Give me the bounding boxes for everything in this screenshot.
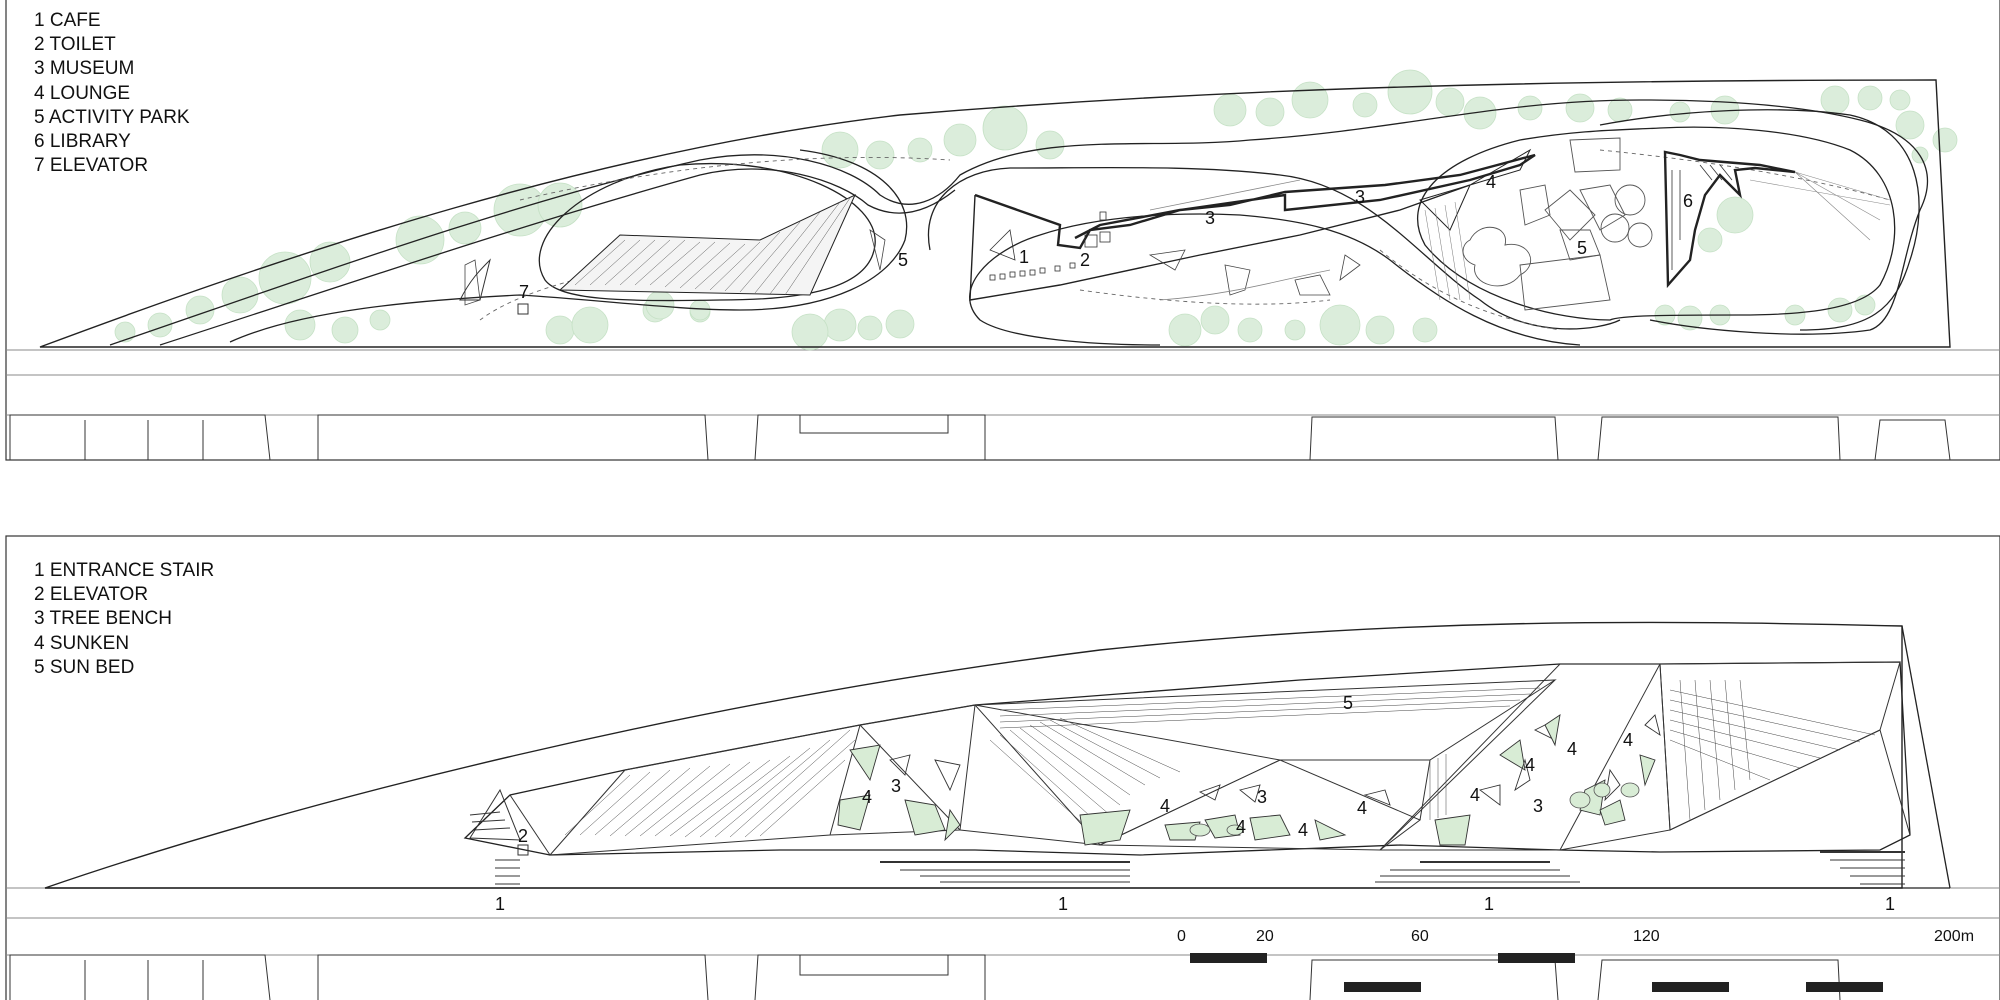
bottom-plan-labels: 1 1 1 1 2 3 3 3 4 4 4 4 4 4 4 4 4 5 [495,693,1895,914]
promenade-loop-mid [927,166,1621,330]
legend-item: 7 ELEVATOR [34,155,149,177]
roof-facet-lines [509,661,1911,856]
scale-tick-label: 60 [1411,928,1429,945]
scale-tick-label: 200m [1934,928,1974,945]
label-sunken: 4 [1236,817,1246,837]
promenade-outer [109,99,1929,346]
neighbour-blocks [9,414,1951,461]
scale-tick-label: 120 [1633,928,1660,945]
top-elevator [459,258,529,315]
legend-item: 5 SUN BED [34,656,135,678]
label-sunken: 4 [1470,785,1480,805]
legend-item: 3 TREE BENCH [34,608,172,630]
legend-item: 3 MUSEUM [34,58,135,80]
entrance-stairs [469,788,1905,885]
neighbour-blocks [9,954,1841,1000]
label-museum: 3 [1355,187,1365,207]
label-elevator: 2 [518,826,528,846]
label-sunken: 4 [1525,755,1535,775]
bottom-elevator [517,844,529,856]
top-plan-labels: 1 2 3 3 4 5 5 6 7 [519,172,1693,302]
library-shelving [1671,164,1733,270]
label-tree-bench: 3 [1257,787,1267,807]
label-sun-bed: 5 [1343,693,1353,713]
lounge-area [1419,148,1532,231]
label-tree-bench: 3 [1533,796,1543,816]
label-sunken: 4 [862,787,872,807]
bottom-edge [1901,625,1951,889]
promenade-loop-right-outer [1599,109,1920,331]
lounge-hatch [1424,201,1471,301]
bottom-plan-frame [5,535,2000,1000]
legend-item: 1 ENTRANCE STAIR [34,560,215,581]
top-site-outline [39,79,1951,348]
top-plan [5,0,2000,461]
sunken-gardens [837,714,1661,846]
promenade-loop-left-outer [229,149,908,343]
tree-benches [1189,782,1640,837]
label-entrance-stair: 1 [495,894,505,914]
legend-item: 4 SUNKEN [34,632,130,654]
promenade-loop-right [1416,126,1896,321]
label-entrance-stair: 1 [1058,894,1068,914]
legend-item: 5 ACTIVITY PARK [34,106,190,128]
label-tree-bench: 3 [891,776,901,796]
label-activity-park: 5 [898,250,908,270]
label-museum: 3 [1205,208,1215,228]
label-sunken: 4 [1623,730,1633,750]
dashed-paths [479,149,1891,331]
label-elevator: 7 [519,282,529,302]
bottom-site-outline [44,621,1903,889]
promenade-inner [159,168,956,346]
top-plan-frame [5,0,2000,461]
scale-bar-segments [1190,953,1883,992]
label-entrance-stair: 1 [1484,894,1494,914]
label-library: 6 [1683,191,1693,211]
label-lounge: 4 [1486,172,1496,192]
legend-item: 1 CAFE [34,10,101,31]
legend-item: 6 LIBRARY [34,131,131,153]
ramp-hatching [564,679,1876,838]
diagonal-path [1149,179,1331,301]
label-sunken: 4 [1357,798,1367,818]
scale-tick-label: 20 [1256,928,1274,945]
label-activity-park: 5 [1577,238,1587,258]
activity-park-shapes [1462,137,1653,311]
top-plan-legend: 1 CAFE 2 TOILET 3 MUSEUM 4 LOUNGE 5 ACTI… [34,9,190,178]
museum-building [974,153,1536,250]
library-fan [1749,171,1891,241]
label-sunken: 4 [1567,739,1577,759]
scale-tick-label: 0 [1177,928,1186,945]
tree-canopies [114,69,1958,351]
promenade-loop-mid-outer [969,213,1581,346]
label-cafe: 1 [1019,247,1029,267]
scale-bar: 0 20 60 120 200m [1177,928,1974,992]
bottom-plan [5,535,2000,1000]
label-sunken: 4 [1160,796,1170,816]
legend-item: 2 TOILET [34,34,116,56]
library-building [1663,150,1796,289]
legend-item: 4 LOUNGE [34,82,131,104]
label-toilet: 2 [1080,250,1090,270]
legend-item: 2 ELEVATOR [34,584,149,606]
cafe-building [969,184,1471,301]
cafe-seating [989,211,1111,281]
bottom-plan-legend: 1 ENTRANCE STAIR 2 ELEVATOR 3 TREE BENCH… [34,559,214,680]
promenade-loop-left [538,163,876,302]
hatched-building-left [558,193,857,296]
label-sunken: 4 [1298,820,1308,840]
label-entrance-stair: 1 [1885,894,1895,914]
